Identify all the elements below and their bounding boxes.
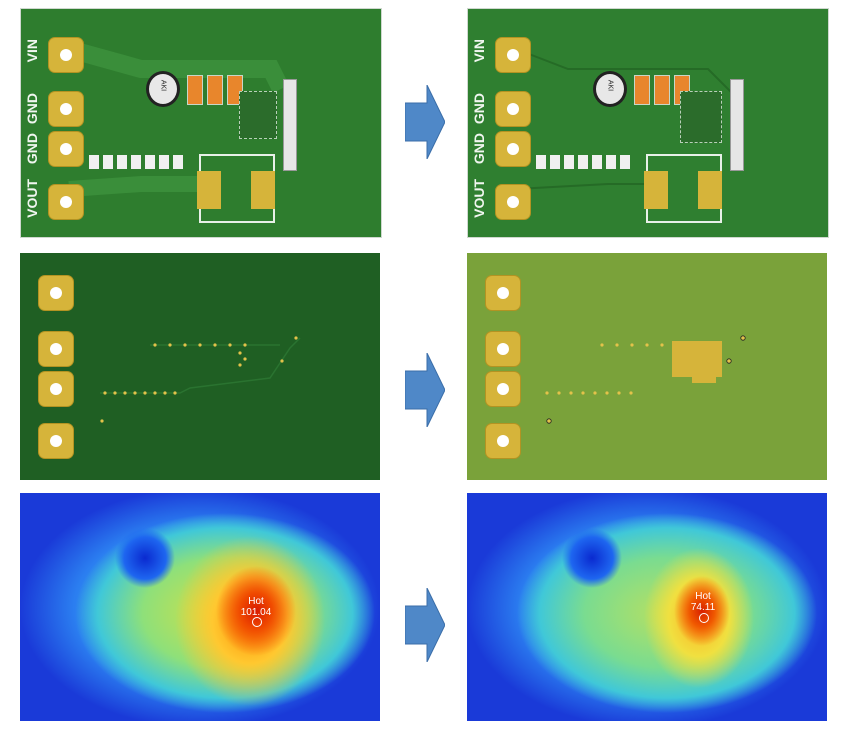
- pcb-top-before: VIN GND GND VOUT AKI: [20, 8, 382, 238]
- hot-spot-title: Hot: [695, 591, 711, 602]
- hot-spot-label: Hot 74.11: [683, 591, 723, 613]
- pin-label-vin: VIN: [24, 39, 40, 63]
- pad-4: [38, 423, 74, 459]
- inductor-pad-right: [251, 171, 275, 209]
- pad-1: [485, 275, 521, 311]
- pad-3: [38, 371, 74, 407]
- right-arrow-icon: [405, 85, 445, 159]
- right-arrow-icon: [405, 353, 445, 427]
- pcb-bottom-after: [467, 253, 827, 480]
- pin-label-vout: VOUT: [471, 179, 487, 218]
- hot-spot-temperature: 101.04: [240, 607, 272, 618]
- pad-2: [485, 331, 521, 367]
- crosshair-icon: [252, 617, 262, 627]
- smd-cap-1: [187, 75, 203, 105]
- bottom-traces-before: [100, 336, 301, 423]
- pad-gnd-2: [48, 131, 84, 167]
- connector-strip: [283, 79, 297, 171]
- pad-vin: [495, 37, 531, 73]
- inductor-pad-right: [698, 171, 722, 209]
- ic-region: [239, 91, 277, 139]
- thermal-image-after: Hot 74.11: [467, 493, 827, 721]
- pad-gnd-2: [495, 131, 531, 167]
- pin-label-gnd-1: GND: [24, 93, 40, 125]
- pcb-top-after: VIN GND GND VOUT AKI: [467, 8, 829, 238]
- pin-label-gnd-1: GND: [471, 93, 487, 125]
- electrolytic-capacitor: AKI: [146, 71, 180, 107]
- pcb-bottom-before: [20, 253, 380, 480]
- pad-3: [485, 371, 521, 407]
- pin-label-vin: VIN: [471, 39, 487, 63]
- resistor-row: [536, 151, 636, 173]
- smd-cap-2: [207, 75, 223, 105]
- resistor-row: [89, 151, 189, 173]
- right-arrow-icon: [405, 588, 445, 662]
- pad-vout: [48, 184, 84, 220]
- bottom-vias-after: [545, 335, 746, 424]
- pcb-top-after-traces: [515, 48, 739, 190]
- inductor-pad-left: [197, 171, 221, 209]
- electrolytic-capacitor: AKI: [593, 71, 627, 107]
- pcb-top-before-traces: [66, 40, 290, 197]
- thermal-copper-tab: [692, 371, 716, 383]
- smd-cap-1: [634, 75, 650, 105]
- smd-cap-2: [654, 75, 670, 105]
- pad-gnd-1: [48, 91, 84, 127]
- thermal-image-before: Hot 101.04: [20, 493, 380, 721]
- pad-1: [38, 275, 74, 311]
- ic-region: [680, 91, 722, 143]
- hot-spot-label: Hot 101.04: [236, 596, 276, 618]
- pin-label-gnd-2: GND: [471, 133, 487, 165]
- connector-strip: [730, 79, 744, 171]
- capacitor-marking: AKI: [606, 79, 614, 92]
- pin-label-gnd-2: GND: [24, 133, 40, 165]
- pad-4: [485, 423, 521, 459]
- pin-label-vout: VOUT: [24, 179, 40, 218]
- hot-spot-title: Hot: [248, 596, 264, 607]
- pad-2: [38, 331, 74, 367]
- crosshair-icon: [699, 613, 709, 623]
- hot-spot-temperature: 74.11: [690, 602, 716, 613]
- capacitor-marking: AKI: [159, 79, 167, 92]
- pad-vin: [48, 37, 84, 73]
- inductor-pad-left: [644, 171, 668, 209]
- pad-gnd-1: [495, 91, 531, 127]
- pad-vout: [495, 184, 531, 220]
